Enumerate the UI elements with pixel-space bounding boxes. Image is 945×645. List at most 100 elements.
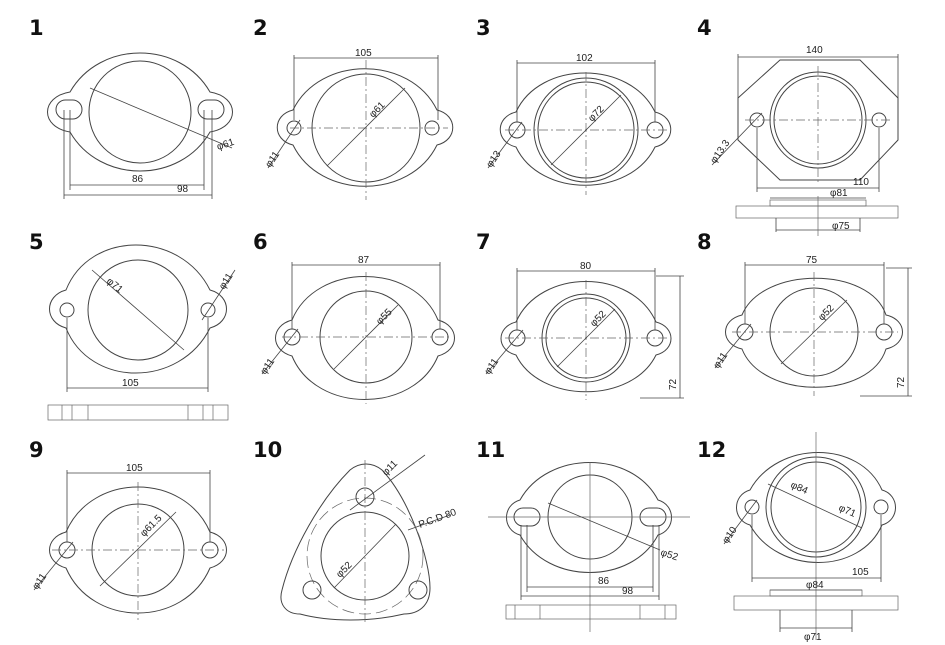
figure-10-hole-leader	[349, 454, 426, 511]
figure-8-bore-leader	[780, 299, 848, 365]
figure-2-bore-leader	[326, 87, 406, 167]
figure-12-pcd-label: 105	[852, 567, 869, 578]
figure-4-pcd-label: 110	[853, 177, 869, 188]
figure-1-bore-label: φ61	[216, 137, 237, 153]
figure-2-drawing: 105 φ61 φ11	[263, 48, 454, 200]
figure-4-bore-label: φ81	[830, 188, 848, 199]
figure-10-bolt-hole-right	[408, 580, 428, 600]
figure-1-pcd-label: 86	[132, 174, 144, 185]
figure-8-hole-leader	[714, 323, 752, 369]
figure-8-number: 8	[697, 230, 712, 254]
figure-8-pcd-label: 75	[806, 255, 818, 266]
figure-5-bolt-hole-right	[200, 302, 216, 318]
figure-3-bore-label: φ72	[586, 104, 607, 125]
figure-5-bolt-hole-left	[59, 302, 75, 318]
figure-12-bore-outer-label: φ84	[789, 480, 810, 497]
figure-10-flange-outline	[280, 463, 431, 621]
figure-10-drawing: φ11 P.C.D 80 φ52	[280, 454, 458, 625]
figure-9-hole-leader	[33, 541, 74, 591]
figure-3-flange-outline	[499, 72, 672, 186]
figure-7-number: 7	[476, 230, 491, 254]
figure-5-pcd-label: 105	[122, 378, 139, 389]
figure-12-bore-leader	[767, 483, 863, 529]
figure-7-bore-leader	[556, 308, 616, 368]
figure-10-bore-label: φ52	[334, 560, 355, 581]
figure-6-bore-label: φ55	[374, 307, 395, 328]
figure-6-number: 6	[253, 230, 268, 254]
figure-10-number: 10	[253, 438, 283, 462]
figure-3-bore-leader	[550, 94, 622, 166]
figure-7-bore-label: φ52	[588, 309, 609, 330]
figure-3-pcd-label: 102	[576, 53, 593, 64]
figure-8-hole-label: φ11	[711, 350, 730, 370]
figure-2-flange-outline	[276, 68, 454, 187]
figure-8-bore-label: φ52	[816, 303, 837, 324]
figure-2-bore-label: φ61	[367, 100, 388, 121]
figure-7-drawing: 80 φ52 φ11 72	[482, 261, 684, 400]
figure-5-bore-label: φ71	[104, 276, 125, 296]
figure-6-drawing: 87 φ55 φ11	[258, 255, 455, 404]
figure-1-diameter-leader	[89, 87, 233, 149]
figure-8-drawing: 75 φ52 φ11 72	[711, 255, 912, 397]
figure-9-bore-label: φ61.5	[138, 513, 164, 539]
figure-12-bolt-hole-right	[873, 499, 889, 515]
figure-12-boss-label: φ84	[806, 580, 824, 591]
figure-4-drawing: 140 φ13.3 110 φ81 φ75	[708, 45, 899, 236]
figure-7-height-label: 72	[668, 378, 679, 390]
figure-1-bolt-slot-left	[55, 99, 83, 120]
figure-9-drawing: 105 φ61.5 φ11	[30, 463, 227, 620]
figure-11-bore-label: φ52	[659, 547, 680, 563]
figure-2-bolt-hole-left	[286, 120, 302, 136]
figure-12-bolt-hole-left	[744, 499, 760, 515]
figure-11-number: 11	[476, 438, 506, 462]
figure-12-pipe-label: φ71	[804, 632, 822, 643]
figure-5-bore-leader	[91, 269, 185, 351]
figure-4-side-flange	[735, 205, 899, 219]
figure-9-number: 9	[29, 438, 44, 462]
figure-3-hole-label: φ13	[484, 149, 503, 170]
figure-12-hole-label: φ10	[720, 525, 739, 546]
figure-11-width-label: 98	[622, 586, 634, 597]
figure-11-flange-outline	[506, 462, 672, 573]
figure-1-drawing: φ61 86 98	[47, 52, 237, 199]
figure-3-hole-leader	[487, 121, 523, 169]
figure-7-hole-leader	[485, 329, 524, 375]
figure-4-number: 4	[697, 16, 712, 40]
figure-10-pcd-leader	[407, 514, 451, 531]
figure-2-pcd-label: 105	[355, 48, 372, 59]
figure-9-flange-outline	[49, 486, 227, 614]
figure-12-drawing: φ84 φ71 φ10 105 φ84 φ71	[720, 432, 899, 643]
figure-10-bolt-hole-left	[302, 580, 322, 600]
figure-9-bore-leader	[99, 511, 177, 587]
figure-1-flange-outline	[47, 52, 233, 172]
figure-5-drawing: φ71 φ11 105	[47, 244, 236, 421]
figure-5-bore	[87, 259, 189, 361]
figure-6-pcd-label: 87	[358, 255, 370, 266]
figure-4-width-label: 140	[806, 45, 823, 56]
figure-11-drawing: φ52 86 98	[488, 462, 690, 632]
figure-6-hole-label: φ11	[258, 356, 277, 376]
figure-11-bore-leader	[547, 502, 661, 551]
figure-6-bore-leader	[333, 304, 399, 370]
figure-2-number: 2	[253, 16, 268, 40]
figure-12-hole-leader	[723, 499, 758, 545]
figure-5-number: 5	[29, 230, 44, 254]
figure-9-pcd-label: 105	[126, 463, 143, 474]
figure-10-pcd-label: P.C.D 80	[417, 507, 458, 531]
figure-5-hole-label: φ11	[217, 271, 235, 292]
figure-5-side-view	[47, 404, 229, 421]
figure-4-hole-leader	[711, 112, 763, 166]
figure-12-flange-outline	[736, 452, 896, 563]
figure-6-hole-leader	[261, 328, 299, 375]
figure-6-flange-outline	[275, 276, 455, 400]
figure-4-hole-label: φ13.3	[708, 138, 732, 166]
figure-12-side-boss	[769, 589, 863, 597]
figure-8-height-label: 72	[896, 376, 907, 388]
figure-1-bolt-slot-right	[197, 99, 225, 120]
figure-2-hole-leader	[267, 119, 301, 169]
figure-11-side-view	[505, 604, 677, 620]
figure-2-hole-label: φ11	[263, 149, 282, 169]
figure-1-width-label: 98	[177, 184, 189, 195]
